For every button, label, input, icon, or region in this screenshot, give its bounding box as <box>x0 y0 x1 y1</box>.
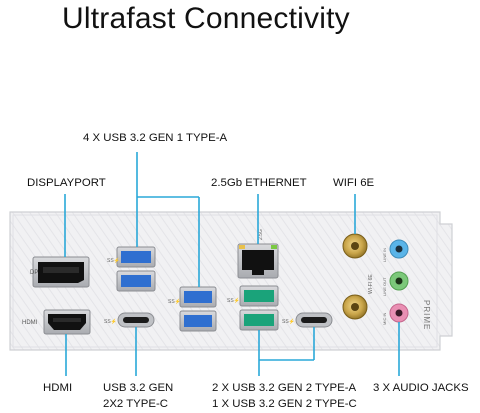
mic-in-silk: MIC IN <box>382 312 387 325</box>
ss-silk-5: SS⚡ <box>282 318 295 325</box>
usb-c-gen2x2-port: SS⚡ <box>104 312 155 328</box>
usb-gen2-stack: SS⚡ <box>227 285 279 331</box>
line-out-silk: LINE OUT <box>382 277 387 296</box>
label-usb-gen2-line2: 1 X USB 3.2 GEN 2 TYPE-C <box>212 398 357 410</box>
usb-gen1-stack-right: SS⚡ <box>168 286 217 332</box>
page-title: Ultrafast Connectivity <box>62 2 350 35</box>
label-hdmi: HDMI <box>43 382 73 394</box>
hdmi-port: HDMI <box>22 309 91 335</box>
line-in-silk: LINE IN <box>382 248 387 262</box>
usb-gen1-stack-left: SS⚡ <box>107 246 156 292</box>
label-usb-gen2x2-line1: USB 3.2 GEN <box>103 382 174 394</box>
ss-silk-2: SS⚡ <box>104 318 117 325</box>
callout-lines <box>64 152 400 376</box>
label-displayport: DISPLAYPORT <box>27 177 106 189</box>
ethernet-silk-text: 2.5G <box>258 229 264 240</box>
prime-silk-logo: PRIME <box>422 300 431 330</box>
audio-jacks: LINE IN LINE OUT MIC IN <box>382 239 409 325</box>
label-wifi: WIFI 6E <box>333 177 375 189</box>
displayport-port: DP <box>30 256 90 288</box>
ss-silk-3: SS⚡ <box>168 298 181 305</box>
hdmi-silk-text: HDMI <box>22 320 38 326</box>
label-ethernet: 2.5Gb ETHERNET <box>211 177 307 189</box>
ss-silk-1: SS⚡ <box>107 257 120 264</box>
ss-silk-4: SS⚡ <box>227 297 240 304</box>
ethernet-port: 2.5G <box>237 229 279 279</box>
dp-silk-text: DP <box>30 270 38 276</box>
label-usb-gen2x2-line2: 2X2 TYPE-C <box>103 398 168 410</box>
label-usb-gen2-line1: 2 X USB 3.2 GEN 2 TYPE-A <box>212 382 357 394</box>
wifi-antenna-connectors: WI-FI 6E <box>342 233 374 320</box>
label-usb-gen1-typea: 4 X USB 3.2 GEN 1 TYPE-A <box>83 132 228 144</box>
label-audio-jacks: 3 X AUDIO JACKS <box>373 382 469 394</box>
wifi-silk-text: WI-FI 6E <box>368 274 374 294</box>
